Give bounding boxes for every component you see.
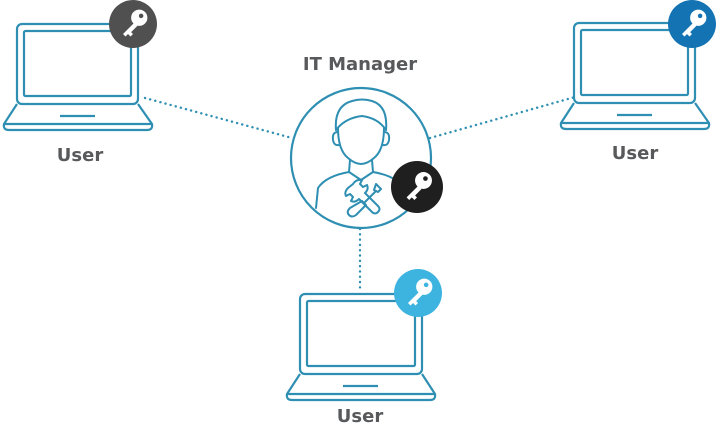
laptop-icon-left [2, 22, 154, 132]
user-label-right: User [611, 143, 659, 164]
user-label-left: User [56, 145, 104, 166]
key-badge-left [109, 0, 157, 48]
key-badge-manager [391, 161, 443, 213]
laptop-icon-right [559, 21, 711, 131]
key-badge-right [668, 0, 716, 48]
connection-manager-user-left [143, 96, 294, 140]
key-badge-bottom [394, 269, 442, 317]
manager-label: IT Manager [302, 54, 418, 75]
laptop-icon-bottom [285, 292, 437, 402]
wrench-screwdriver-icon [344, 178, 382, 218]
user-label-bottom: User [336, 406, 384, 427]
connection-manager-user-right [428, 95, 577, 140]
